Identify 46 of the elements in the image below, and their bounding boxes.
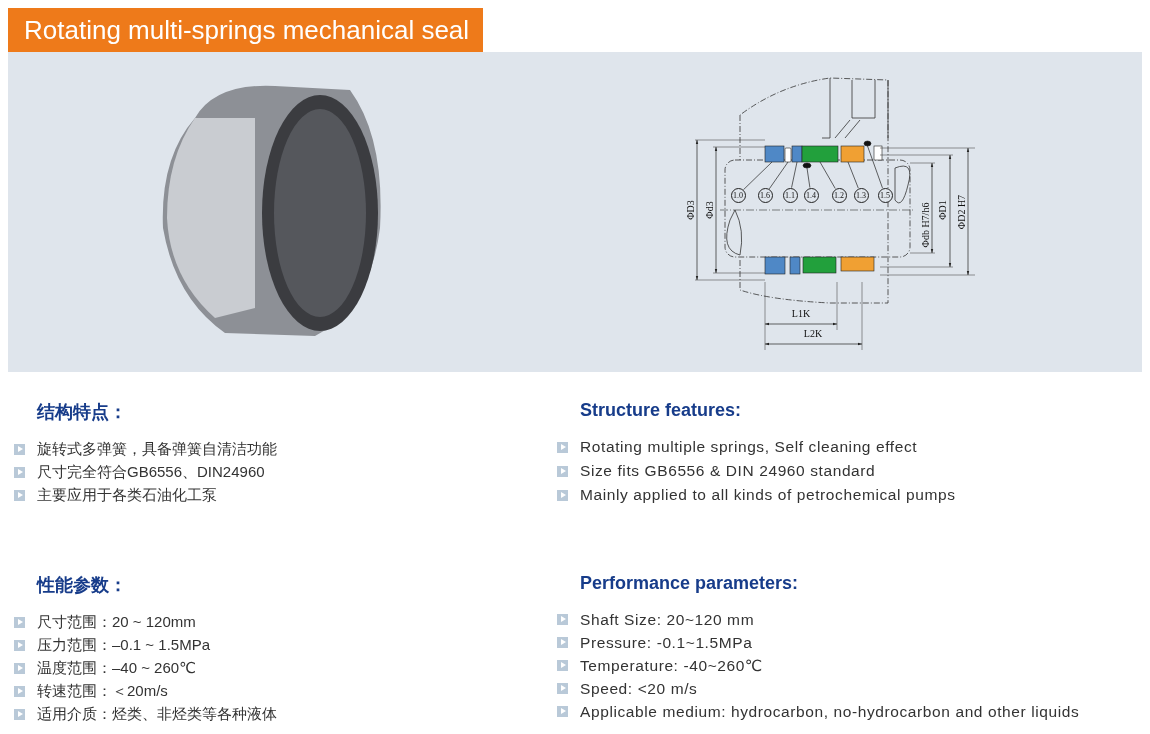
pusher-ring xyxy=(789,256,801,275)
list-item: Shaft Size: 20~120 mm xyxy=(580,610,755,629)
rotating-face-ring xyxy=(802,256,837,274)
list-item: 温度范围：–40 ~ 260℃ xyxy=(37,659,196,678)
o-ring xyxy=(802,162,812,169)
dimension-label: Φd3 xyxy=(703,201,715,219)
leader-line xyxy=(819,161,836,189)
seat-ring xyxy=(764,256,786,275)
title-bar: Rotating multi-springs mechanical seal xyxy=(8,8,484,52)
list-item: 尺寸范围：20 ~ 120mm xyxy=(37,613,196,632)
list-item: Speed: <20 m/s xyxy=(580,679,698,698)
o-ring xyxy=(863,140,872,147)
leader-line xyxy=(867,145,883,189)
pusher-ring xyxy=(791,145,803,163)
stationary-face-ring xyxy=(840,256,875,272)
dimension-label: ΦD1 xyxy=(936,200,948,220)
dimension-label: ΦD3 xyxy=(684,200,696,220)
list-item: 压力范围：–0.1 ~ 1.5MPa xyxy=(37,636,210,655)
leader-line xyxy=(847,161,859,189)
dimension-label: L1K xyxy=(791,307,811,319)
list-item: Rotating multiple springs, Self cleaning effect xyxy=(580,438,918,456)
leader-line xyxy=(806,167,811,188)
list-item: Size fits GB6556 & DIN 24960 standard xyxy=(580,462,876,480)
leader-line xyxy=(768,161,789,190)
list-item: Applicable medium: hydrocarbon, no-hydrocarbon and other liquids xyxy=(580,702,1080,721)
stationary-face-ring xyxy=(840,145,865,163)
list-item: Mainly applied to all kinds of petrochemical pumps xyxy=(580,486,956,504)
rotating-face-ring xyxy=(801,145,839,163)
section-heading: 性能参数： xyxy=(37,574,128,597)
seat-ring xyxy=(764,145,785,163)
dimension-label: Φdb H7/h6 xyxy=(919,202,931,248)
spring-symbol xyxy=(784,147,792,163)
list-item: 尺寸完全符合GB6556、DIN24960 xyxy=(37,463,265,482)
section-heading: Structure features: xyxy=(580,400,743,421)
dimension-label: ΦD2 H7 xyxy=(955,194,967,230)
list-item: 适用介质：烃类、非烃类等各种液体 xyxy=(37,705,277,724)
list-item: Temperature: -40~260℃ xyxy=(580,656,763,675)
list-item: 旋转式多弹簧，具备弹簧自清洁功能 xyxy=(37,440,277,459)
list-item: Pressure: -0.1~1.5MPa xyxy=(580,633,753,652)
leader-line xyxy=(791,161,798,188)
list-item: 转速范围：＜20m/s xyxy=(37,682,168,701)
dimension-label: L2K xyxy=(803,327,823,339)
section-heading: 结构特点： xyxy=(37,401,128,424)
section-heading: Performance parameters: xyxy=(580,573,800,594)
leader-line xyxy=(743,161,773,191)
list-item: 主要应用于各类石油化工泵 xyxy=(37,486,217,505)
